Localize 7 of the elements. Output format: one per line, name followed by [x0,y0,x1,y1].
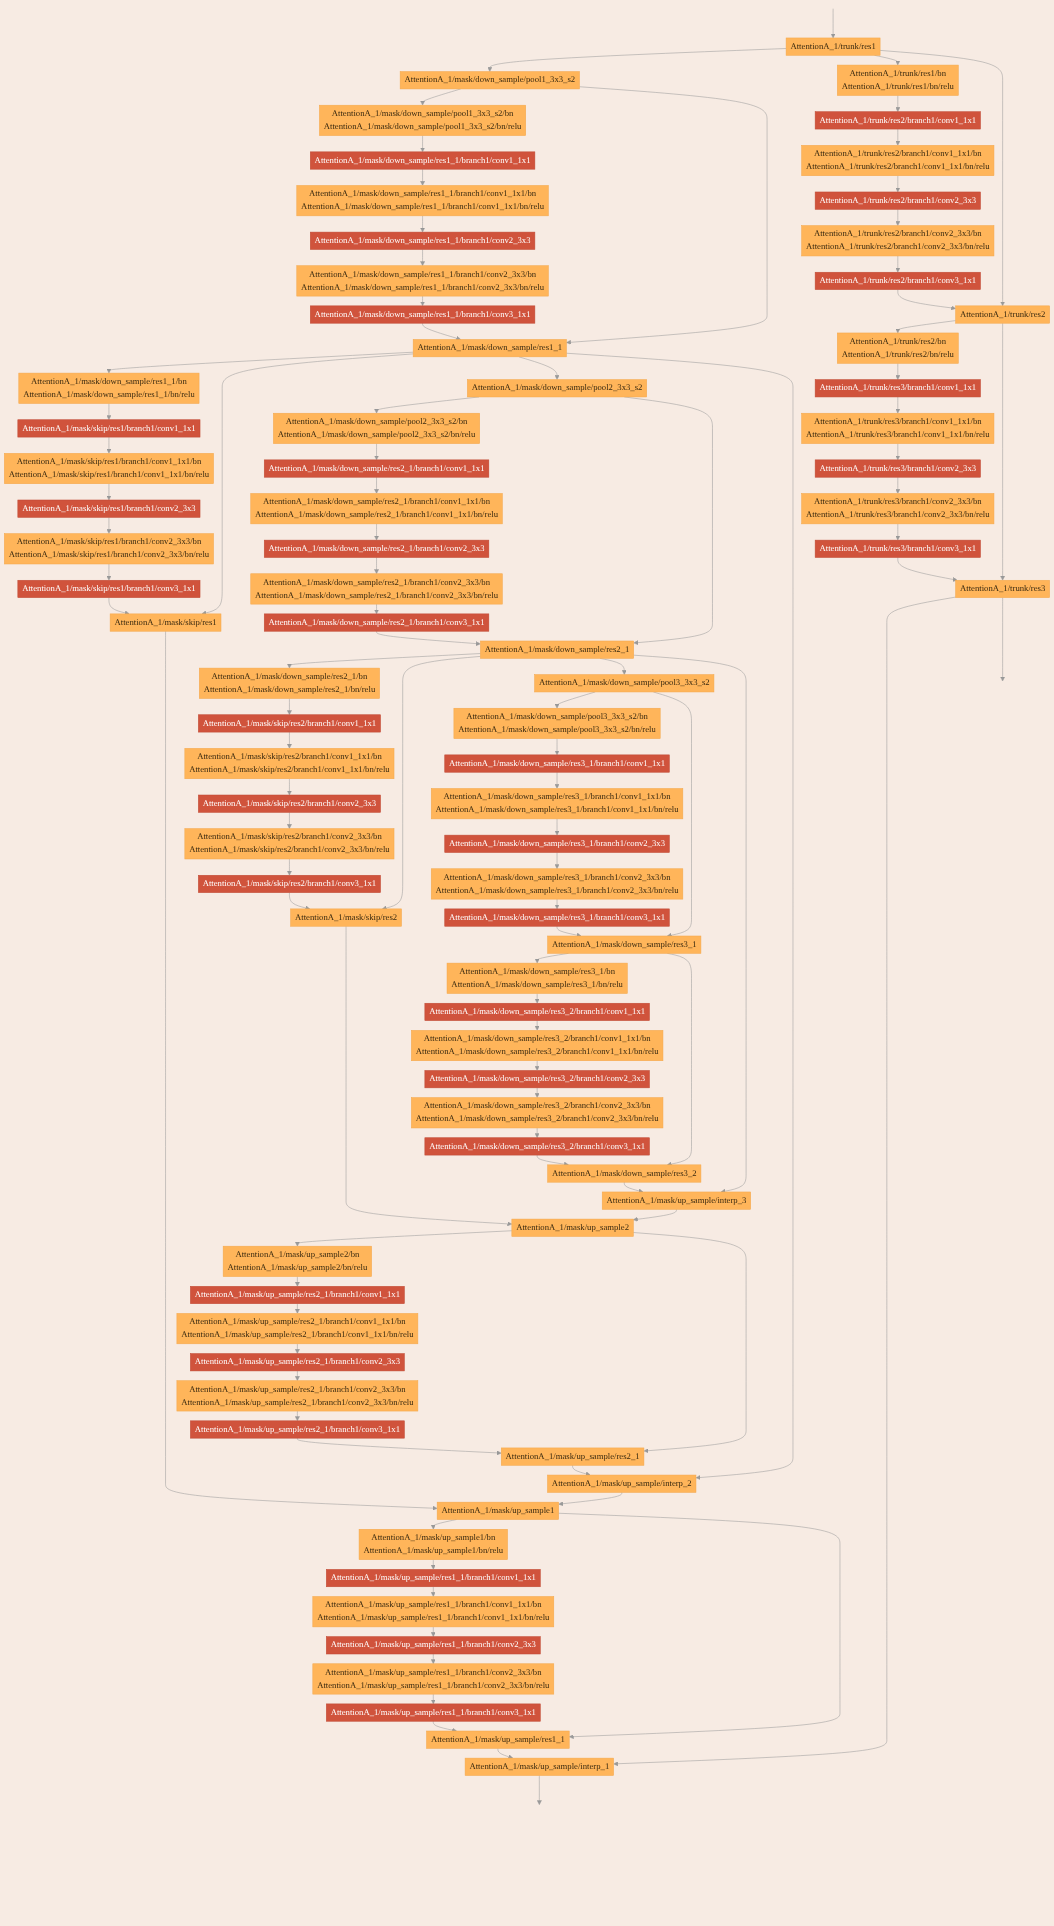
arrow [534,1127,540,1138]
arrow [295,1276,300,1287]
arrow [295,1343,300,1354]
arrow [534,993,540,1004]
arrow [534,1087,540,1098]
arrow [295,1410,300,1422]
arrow [430,1626,436,1637]
